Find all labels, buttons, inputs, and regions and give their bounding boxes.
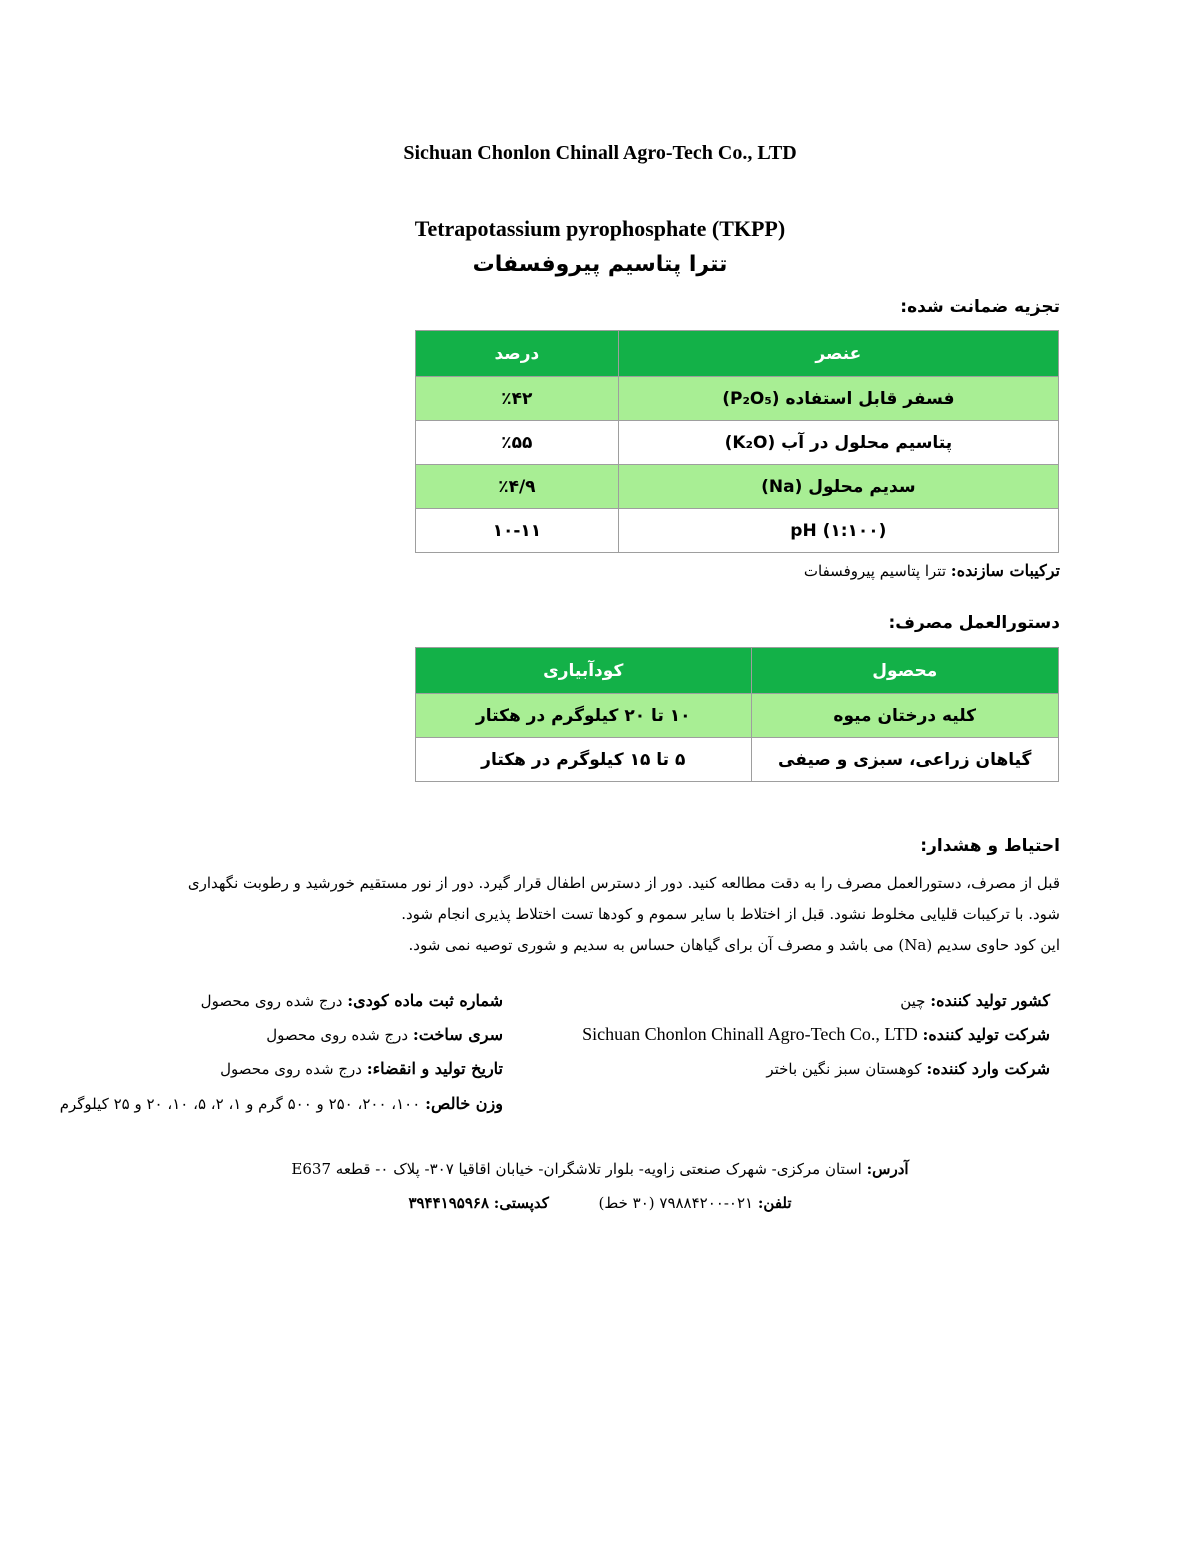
analysis-title: تجزیه ضمانت شده: [900,297,1060,317]
ingredients-line: ترکیبات سازنده: تترا پتاسیم پیروفسفات [804,561,1060,580]
element-cell: pH (۱:۱۰۰) [617,508,1060,553]
weight-line: وزن خالص: ۱۰۰، ۲۰۰، ۲۵۰ و ۵۰۰ گرم و ۱، ۲… [60,1094,503,1113]
method-cell: ۱۰ تا ۲۰ کیلوگرم در هکتار [415,693,752,738]
country-label: کشور تولید کننده: [930,991,1050,1010]
caution-line: قبل از مصرف، دستورالعمل مصرف را به دقت م… [187,874,1060,892]
manufacturer-line: شرکت تولید کننده: Sichuan Chonlon Chinal… [582,1024,1050,1045]
dates-line: تاریخ تولید و انقضاء: درج شده روی محصول [220,1059,503,1078]
phone-postal-line: تلفن: ۰۲۱-۷۹۸۸۴۲۰۰ (۳۰ خط) کدپستی: ۳۹۴۴۱… [0,1194,1200,1212]
caution-title: احتیاط و هشدار: [920,836,1060,856]
usage-table: محصول کودآبیاری کلیه درختان میوه ۱۰ تا ۲… [415,647,1059,782]
address-line: آدرس: استان مرکزی- شهرک صنعتی زاویه- بلو… [0,1160,1200,1178]
importer-line: شرکت وارد کننده: کوهستان سبز نگین باختر [766,1059,1050,1078]
phone-label: تلفن: [757,1194,792,1212]
batch-label: سری ساخت: [412,1025,503,1044]
ingredients-value: تترا پتاسیم پیروفسفات [803,562,946,580]
percent-cell: ٪۴/۹ [415,464,619,509]
percent-header: درصد [415,330,619,377]
postal-label: کدپستی: [493,1194,549,1212]
registration-value: درج شده روی محصول [200,992,343,1010]
element-cell: سدیم محلول (Na) [617,464,1060,509]
method-header: کودآبیاری [415,647,752,694]
ingredients-label: ترکیبات سازنده: [950,561,1060,580]
element-cell: پتاسیم محلول در آب (K₂O) [617,420,1060,465]
table-row: سدیم محلول (Na) ٪۴/۹ [415,464,1060,509]
element-cell: فسفر قابل استفاده (P₂O₅) [617,376,1060,421]
table-row: کلیه درختان میوه ۱۰ تا ۲۰ کیلوگرم در هکت… [415,693,1059,738]
element-header: عنصر [617,330,1060,377]
analysis-table: عنصر درصد فسفر قابل استفاده (P₂O₅) ٪۴۲ پ… [415,330,1060,553]
table-row: گیاهان زراعی، سبزی و صیفی ۵ تا ۱۵ کیلوگر… [415,737,1059,782]
address-value: استان مرکزی- شهرک صنعتی زاویه- بلوار تلا… [291,1160,862,1178]
importer-value: کوهستان سبز نگین باختر [766,1060,922,1078]
registration-label: شماره ثبت ماده کودی: [347,991,503,1010]
country-line: کشور تولید کننده: چین [900,991,1050,1010]
crop-cell: گیاهان زراعی، سبزی و صیفی [750,737,1059,782]
crop-header: محصول [750,647,1059,694]
usage-title: دستورالعمل مصرف: [888,613,1060,633]
percent-cell: ٪۵۵ [415,420,619,465]
percent-cell: ٪۴۲ [415,376,619,421]
weight-value: ۱۰۰، ۲۰۰، ۲۵۰ و ۵۰۰ گرم و ۱، ۲، ۵، ۱۰، ۲… [59,1095,421,1113]
percent-cell: ۱۰-۱۱ [415,508,619,553]
caution-text: قبل از مصرف، دستورالعمل مصرف را به دقت م… [40,868,1060,961]
address-label: آدرس: [866,1160,909,1178]
importer-label: شرکت وارد کننده: [926,1059,1050,1078]
batch-value: درج شده روی محصول [266,1026,409,1044]
dates-label: تاریخ تولید و انقضاء: [366,1059,503,1078]
manufacturer-label: شرکت تولید کننده: [922,1025,1050,1044]
postal-value: ۳۹۴۴۱۹۵۹۶۸ [408,1194,490,1212]
table-row: پتاسیم محلول در آب (K₂O) ٪۵۵ [415,420,1060,465]
crop-cell: کلیه درختان میوه [750,693,1059,738]
weight-label: وزن خالص: [425,1094,503,1113]
product-name-fa: تترا پتاسیم پیروفسفات [472,252,728,277]
caution-line: این کود حاوی سدیم (Na) می باشد و مصرف آن… [408,936,1061,954]
country-value: چین [900,992,926,1010]
phone-value: ۰۲۱-۷۹۸۸۴۲۰۰ (۳۰ خط) [598,1194,754,1212]
registration-line: شماره ثبت ماده کودی: درج شده روی محصول [201,991,503,1010]
product-name-en: Tetrapotassium pyrophosphate (TKPP) [414,216,786,241]
table-row: فسفر قابل استفاده (P₂O₅) ٪۴۲ [415,376,1060,421]
batch-line: سری ساخت: درج شده روی محصول [266,1025,503,1044]
company-name: Sichuan Chonlon Chinall Agro-Tech Co., L… [403,142,797,164]
caution-line: شود. با ترکیبات قلیایی مخلوط نشود. قبل ا… [401,905,1060,923]
dates-value: درج شده روی محصول [220,1060,362,1078]
table-row: pH (۱:۱۰۰) ۱۰-۱۱ [415,508,1060,553]
manufacturer-value: Sichuan Chonlon Chinall Agro-Tech Co., L… [582,1024,918,1044]
method-cell: ۵ تا ۱۵ کیلوگرم در هکتار [415,737,752,782]
